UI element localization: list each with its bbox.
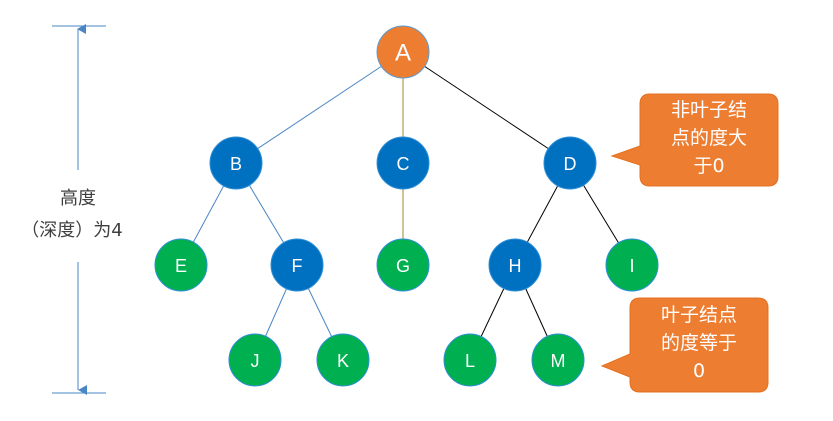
node-label-a: A xyxy=(395,40,411,67)
edge-a-b xyxy=(235,51,404,164)
node-label-m: M xyxy=(551,351,566,371)
tree-node-d: D xyxy=(543,136,597,190)
node-circle-h xyxy=(488,238,542,292)
callout-leaf: 叶子结点 的度等于 0 xyxy=(600,297,769,393)
callout-non-leaf-shape xyxy=(610,93,779,187)
callout-non-leaf-line1: 非叶子结 xyxy=(671,99,747,121)
node-label-i: I xyxy=(629,256,634,276)
tree-node-b: B xyxy=(209,136,263,190)
node-label-e: E xyxy=(175,256,187,276)
tree-node-f: F xyxy=(270,238,324,292)
node-circle-g xyxy=(376,238,430,292)
callout-non-leaf-line3: 于0 xyxy=(693,155,724,177)
node-circle-l xyxy=(443,333,497,387)
edge-a-d xyxy=(402,51,571,164)
tree-node-k: K xyxy=(316,333,370,387)
node-label-f: F xyxy=(292,256,303,276)
nodes-layer: A B C D E F G H I J K L M xyxy=(154,25,659,387)
height-measure: 高度 （深度）为4 xyxy=(21,24,123,395)
node-circle-i xyxy=(605,238,659,292)
node-label-b: B xyxy=(230,154,242,174)
tree-node-c: C xyxy=(376,136,430,190)
callout-leaf-line2: 的度等于 xyxy=(661,332,737,354)
node-circle-f xyxy=(270,238,324,292)
node-label-k: K xyxy=(337,351,349,371)
node-label-j: J xyxy=(251,351,260,371)
tree-node-l: L xyxy=(443,333,497,387)
tree-node-j: J xyxy=(228,333,282,387)
tree-node-g: G xyxy=(376,238,430,292)
edges-layer xyxy=(180,51,633,361)
node-circle-k xyxy=(316,333,370,387)
tree-node-m: M xyxy=(531,333,585,387)
tree-node-i: I xyxy=(605,238,659,292)
node-circle-e xyxy=(154,238,208,292)
node-label-d: D xyxy=(564,154,577,174)
node-circle-d xyxy=(543,136,597,190)
node-circle-j xyxy=(228,333,282,387)
node-circle-c xyxy=(376,136,430,190)
node-label-g: G xyxy=(396,256,410,276)
tree-node-h: H xyxy=(488,238,542,292)
node-label-c: C xyxy=(397,154,410,174)
height-label-line2: （深度）为4 xyxy=(21,220,122,241)
callout-non-leaf: 非叶子结 点的度大 于0 xyxy=(610,93,779,187)
node-label-h: H xyxy=(509,256,522,276)
callout-leaf-line1: 叶子结点 xyxy=(661,304,737,326)
height-label-line1: 高度 xyxy=(60,188,96,209)
node-circle-m xyxy=(531,333,585,387)
callout-leaf-line3: 0 xyxy=(693,360,705,382)
callout-leaf-shape xyxy=(600,297,769,393)
node-circle-a xyxy=(376,25,430,79)
callout-non-leaf-line2: 点的度大 xyxy=(671,127,747,149)
tree-node-a: A xyxy=(376,25,430,79)
tree-node-e: E xyxy=(154,238,208,292)
node-label-l: L xyxy=(465,351,475,371)
node-circle-b xyxy=(209,136,263,190)
